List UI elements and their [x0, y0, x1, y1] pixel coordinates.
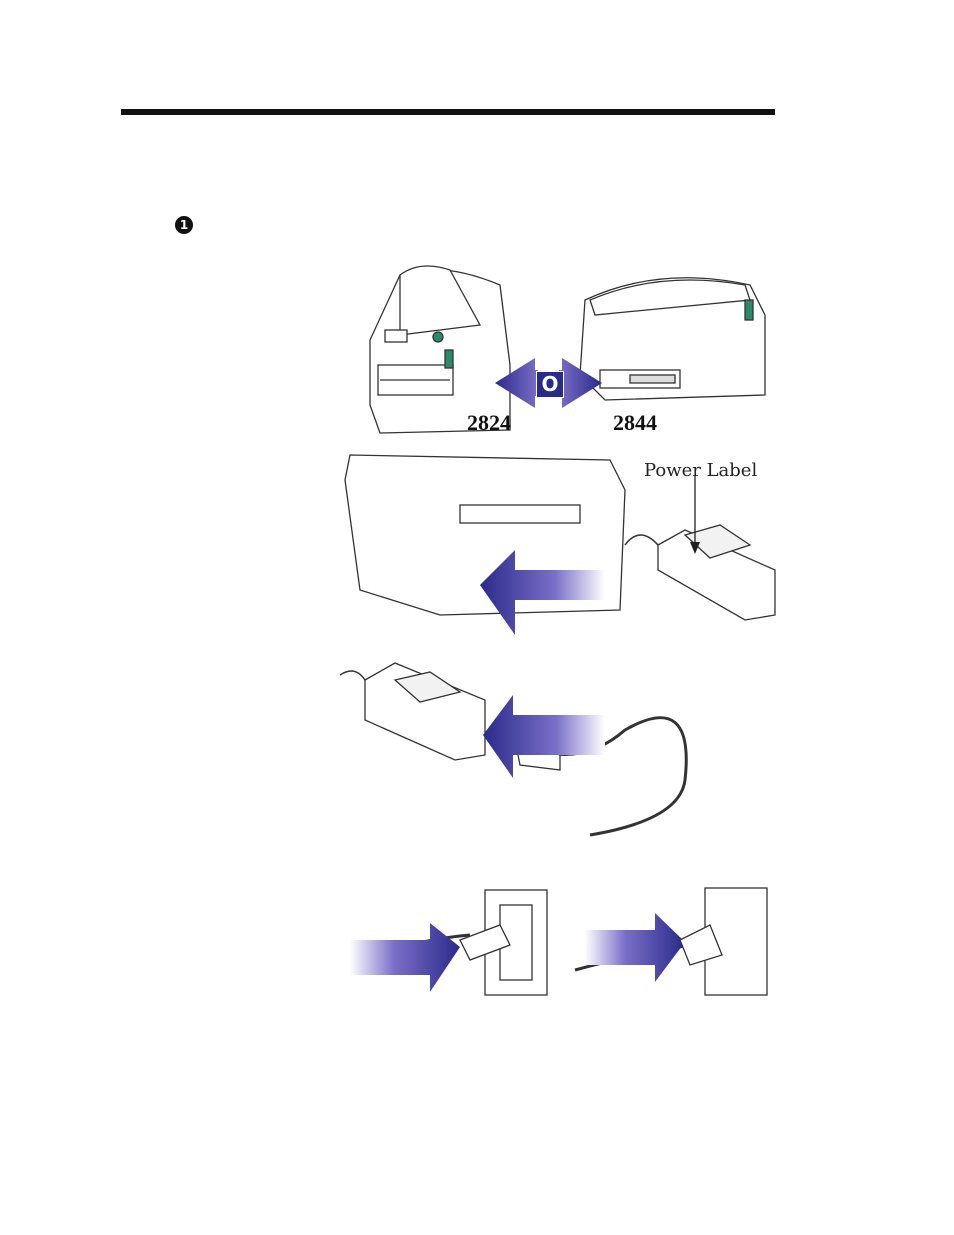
printer-2824-drawing [370, 266, 510, 433]
printer-models-illustration [360, 255, 780, 440]
model-label-2824: 2824 [467, 410, 511, 436]
power-label-callout: Power Label [644, 460, 757, 481]
us-plug-arrow-icon [350, 923, 460, 992]
model-label-2844: 2844 [613, 410, 657, 436]
header-rule [121, 109, 775, 115]
eu-plug-arrow-icon [585, 913, 685, 982]
wall-outlet-illustration [350, 885, 775, 1000]
printer-2844-drawing [580, 278, 765, 400]
ac-cord-illustration [335, 660, 715, 850]
or-indicator: O [536, 371, 564, 398]
step-number-badge: 1 [175, 216, 193, 234]
